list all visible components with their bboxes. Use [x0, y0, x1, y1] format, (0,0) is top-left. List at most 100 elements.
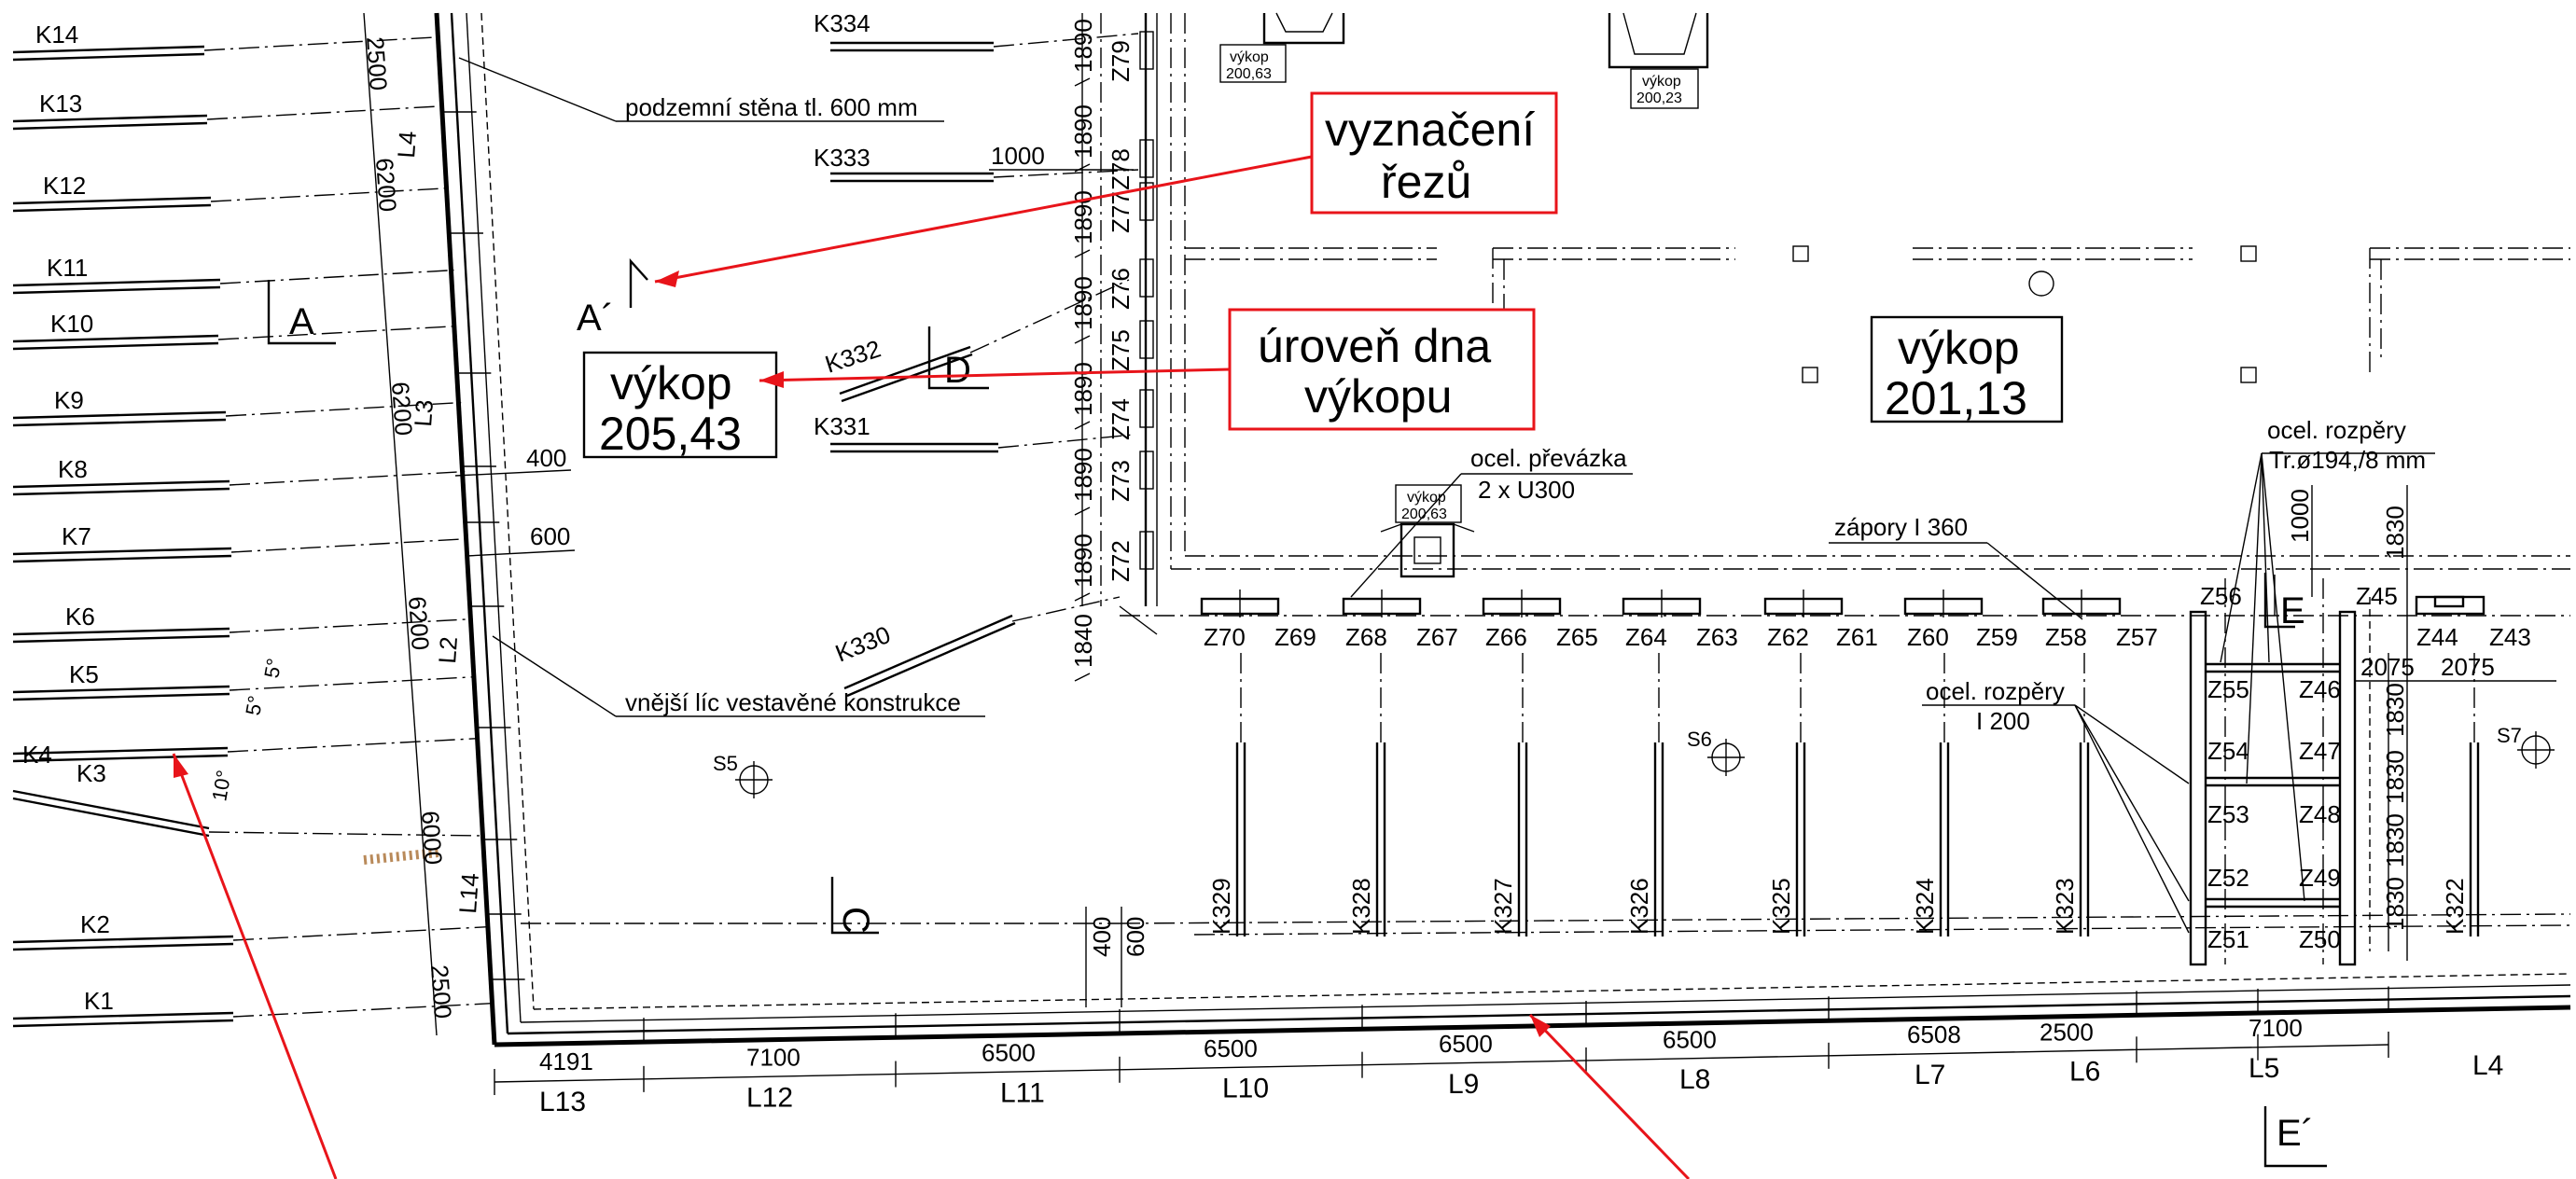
bottom-anchor-K329: K329	[1207, 653, 1246, 936]
section-A: A	[289, 301, 314, 342]
pile-Z43: Z43	[2489, 623, 2531, 651]
bottom-dim-8: 7100	[2249, 1014, 2303, 1042]
excavation-right-value: 201,13	[1885, 372, 2027, 424]
bottom-anchor-K323: K323	[2051, 653, 2090, 936]
column-pile-Z78	[1139, 139, 1154, 178]
section-E: E	[2280, 590, 2305, 631]
note-waler-spec: 2 x U300	[1478, 476, 1575, 504]
bottom-segment-L7: L7	[1915, 1060, 1945, 1090]
note-outer-face: vnější líc vestavěné konstrukce	[625, 688, 961, 716]
right-dim-1830-1: 1830	[2381, 683, 2409, 737]
right-dimensions: 2075 2075 1830 1830 1830 1830 1830 1000	[2286, 485, 2556, 961]
ground-anchor-K14: K14	[12, 21, 442, 62]
leader-notes: podzemní stěna tl. 600 mm vnější líc ves…	[458, 57, 2435, 934]
angle-5-a: 5°	[241, 694, 267, 717]
column-pile-label-Z74: Z74	[1107, 398, 1135, 440]
anchor-label-K5: K5	[69, 660, 99, 688]
wall-seg-L4-left: L4	[392, 130, 422, 159]
callout-section-marking-1: vyznačení	[1325, 104, 1535, 156]
column-pile-Z73	[1139, 451, 1154, 490]
column-pile-Z76	[1139, 258, 1154, 298]
pile-Z62: Z62	[1767, 623, 1809, 651]
excavation-left-value: 205,43	[599, 408, 742, 460]
bottom-anchor-K326: K326	[1625, 653, 1664, 936]
bottom-segment-L4: L4	[2472, 1050, 2503, 1081]
top-anchor-K333-dim: 1000	[991, 142, 1045, 170]
column-pile-label-Z78: Z78	[1107, 148, 1135, 190]
dim-600-a: 600	[530, 522, 570, 550]
bottom-dim-4: 6500	[1439, 1030, 1493, 1058]
column-pile-label-Z73: Z73	[1107, 460, 1135, 502]
pile-Z70: Z70	[1204, 623, 1246, 651]
excavation-label-left: výkop 205,43	[582, 351, 778, 460]
bottom-dim-2: 6500	[982, 1039, 1036, 1067]
pile-Z59: Z59	[1976, 623, 2018, 651]
right-dim-1830-4: 1830	[2381, 877, 2409, 931]
bottom-anchor-K327: K327	[1489, 653, 1528, 936]
top-anchor-K333: K333	[814, 144, 870, 172]
anchor-label-K6: K6	[65, 603, 95, 631]
small-excavation-labels: výkop 200,63 výkop 200,23 výkop 200,63	[1219, 44, 1699, 523]
bottom-segment-L11: L11	[1000, 1077, 1045, 1108]
column-pile-Z77	[1139, 182, 1154, 221]
pile-Z53: Z53	[2207, 800, 2249, 828]
left-dim-3: 6200	[386, 381, 418, 437]
pile-pair-Z68	[1342, 590, 1422, 617]
right-pile-labels: Z56 Z45 Z44 Z43 Z55 Z46 Z54 Z47 Z53 Z48 …	[2200, 582, 2531, 953]
column-dim-4: 1890	[1069, 362, 1097, 416]
right-dim-1000: 1000	[2286, 489, 2314, 543]
bottom-anchor-K322: K322	[2441, 653, 2480, 936]
ground-anchor-K8: K8	[12, 455, 466, 496]
pile-Z51: Z51	[2207, 925, 2249, 953]
anchor-label-K11: K11	[47, 254, 88, 282]
excavation-label-right: výkop 201,13	[1870, 315, 2064, 424]
left-dim-5: 6000	[416, 810, 448, 866]
dim-600-b: 600	[1121, 917, 1149, 957]
note-wall: podzemní stěna tl. 600 mm	[625, 93, 918, 121]
angle-10: 10°	[207, 769, 235, 803]
bottom-anchor-label-K329: K329	[1207, 878, 1235, 935]
note-struts-lower: ocel. rozpěry	[1926, 677, 2065, 705]
inner-excavation-outline	[521, 13, 2571, 936]
left-dim-1: 2500	[361, 35, 393, 91]
anchor-label-K3: K3	[77, 759, 106, 787]
note-waler: ocel. převázka	[1470, 444, 1627, 472]
column-dim-6: 1890	[1069, 534, 1097, 588]
bottom-segment-L10: L10	[1222, 1074, 1269, 1104]
note-struts-upper-spec: Tr.ø194,/8 mm	[2269, 446, 2426, 474]
wall-segment-labels-left: L4 L3 L2 L14	[392, 130, 484, 914]
pit-shapes-top	[1262, 12, 1709, 578]
left-dim-2: 6200	[370, 157, 402, 213]
pile-Z61: Z61	[1836, 623, 1878, 651]
diaphragm-wall	[434, 12, 2571, 1047]
anchor-label-K14: K14	[35, 21, 78, 49]
column-pile-Z72	[1139, 531, 1154, 570]
ground-anchor-K7: K7	[12, 522, 469, 563]
excavation-right-title: výkop	[1898, 322, 2020, 374]
pile-Z60: Z60	[1907, 623, 1949, 651]
ground-anchor-K4: K4	[12, 737, 480, 769]
anchor-label-K12: K12	[43, 172, 86, 200]
column-pile-Z74	[1139, 389, 1154, 428]
survey-points: S5 S6 S7	[713, 724, 2555, 798]
bottom-segment-L9: L9	[1448, 1069, 1479, 1100]
column-pile-label-Z76: Z76	[1107, 268, 1135, 310]
bottom-anchor-label-K325: K325	[1767, 878, 1795, 935]
pile-Z58: Z58	[2045, 623, 2087, 651]
callout-excavation-level-1: úroveň dna	[1258, 320, 1491, 372]
right-dim-2075-b: 2075	[2441, 653, 2495, 681]
bottom-dim-1: 7100	[746, 1044, 801, 1072]
pile-Z45: Z45	[2356, 582, 2398, 610]
pile-Z66: Z66	[1485, 623, 1527, 651]
bottom-segment-L6: L6	[2069, 1057, 2100, 1088]
pile-pair-Z62	[1763, 590, 1844, 617]
pile-pair-Z58	[2041, 590, 2122, 617]
callout-excavation-level-2: výkopu	[1304, 370, 1452, 423]
pile-Z49: Z49	[2299, 864, 2341, 892]
top-anchor-K331: K331	[814, 412, 870, 440]
pile-Z64: Z64	[1625, 623, 1667, 651]
pile-Z65: Z65	[1556, 623, 1598, 651]
bottom-anchor-label-K326: K326	[1625, 878, 1653, 935]
